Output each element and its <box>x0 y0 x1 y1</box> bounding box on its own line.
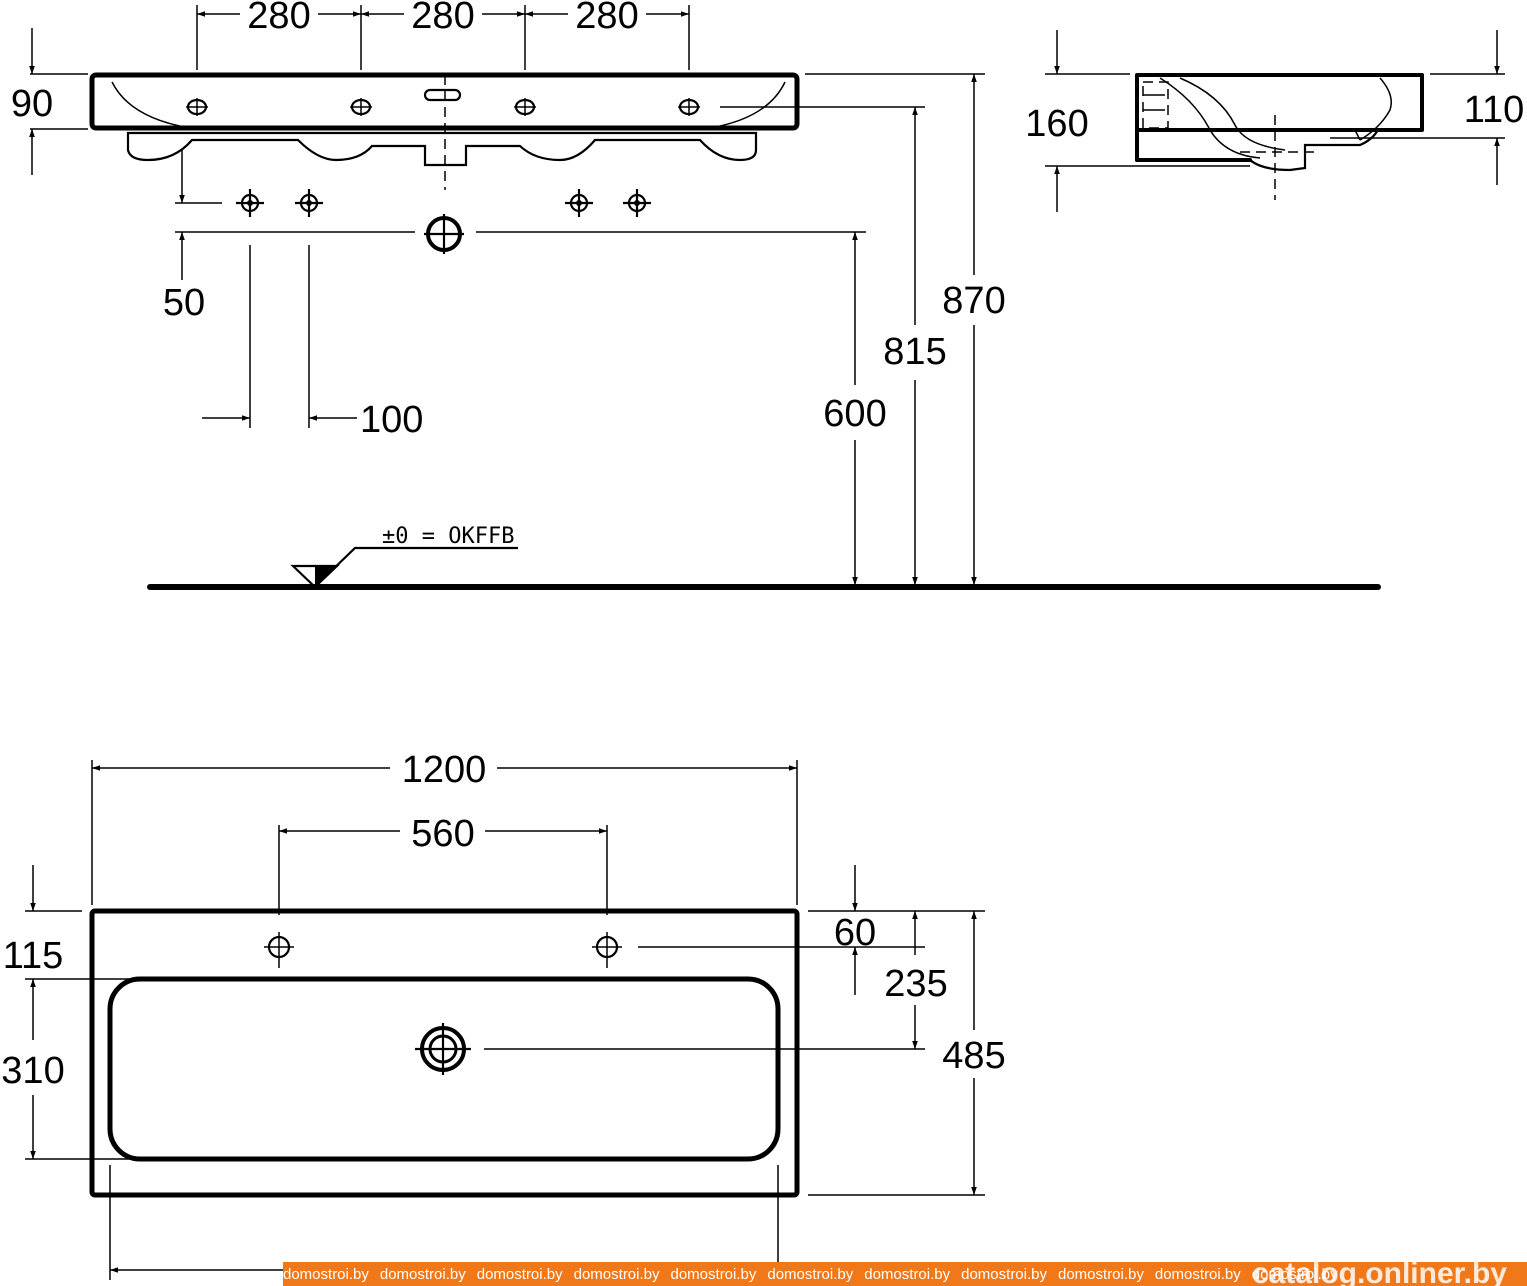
watermark-bar: domostroi.by domostroi.by domostroi.by d… <box>283 1262 1527 1286</box>
tap-holes-front <box>186 98 700 116</box>
watermark-logo: catalog.onliner.by <box>1251 1262 1507 1286</box>
watermark-text: domostroi.by <box>1251 1265 1338 1283</box>
watermark-text: domostroi.by <box>476 1265 563 1283</box>
watermark-text: domostroi.by <box>864 1265 951 1283</box>
overflow-slot <box>423 88 462 102</box>
floor-reference-note: ±0 = OKFFB <box>382 524 514 549</box>
dim-total-height: 870 <box>942 280 1005 322</box>
top-view: 1200 560 60 235 485 115 310 <box>1 749 1005 1286</box>
dim-bowl-depth: 310 <box>1 1050 64 1092</box>
watermark-text: domostroi.by <box>1154 1265 1241 1283</box>
dim-waste-height: 600 <box>823 393 886 435</box>
tap-holes-top <box>264 932 622 968</box>
watermark-text: domostroi.by <box>379 1265 466 1283</box>
dim-overall-depth: 485 <box>942 1035 1005 1077</box>
watermark-text: domostroi.by <box>670 1265 757 1283</box>
dim-back-to-bowl: 115 <box>3 935 64 977</box>
watermark-text: domostroi.by <box>961 1265 1047 1283</box>
dim-hole-spacing-1: 280 <box>247 0 310 37</box>
waste-outlet <box>415 1023 471 1075</box>
dim-tap-hole-spacing: 560 <box>411 813 474 855</box>
dim-fitting-offset: 50 <box>163 282 205 324</box>
bowl-outline <box>107 976 781 1162</box>
watermark-text: domostroi.by <box>1058 1265 1144 1283</box>
dim-hole-spacing-3: 280 <box>575 0 638 37</box>
basin-top-outline <box>89 908 800 1198</box>
dim-overall-width: 1200 <box>402 749 487 791</box>
watermark-text: domostroi.by <box>283 1265 369 1283</box>
side-view: 160 110 <box>1025 30 1524 212</box>
waste-fitting <box>424 214 464 254</box>
basin-underside-profile <box>126 131 758 167</box>
dim-rim-height: 90 <box>11 83 53 125</box>
dim-back-to-waste: 235 <box>884 963 947 1005</box>
supply-fittings <box>236 189 651 217</box>
dim-side-height: 160 <box>1025 103 1088 145</box>
dim-pipe-spacing: 100 <box>360 399 423 441</box>
watermark-text: domostroi.by <box>573 1265 660 1283</box>
watermark-text: domostroi.by <box>767 1265 854 1283</box>
front-view: 280 280 280 90 50 <box>11 0 1381 590</box>
dim-hole-spacing-2: 280 <box>411 0 474 37</box>
dim-side-front-height: 110 <box>1464 89 1525 131</box>
dim-rim-top-height: 815 <box>883 331 946 373</box>
dim-tap-hole-setback: 60 <box>834 912 876 954</box>
